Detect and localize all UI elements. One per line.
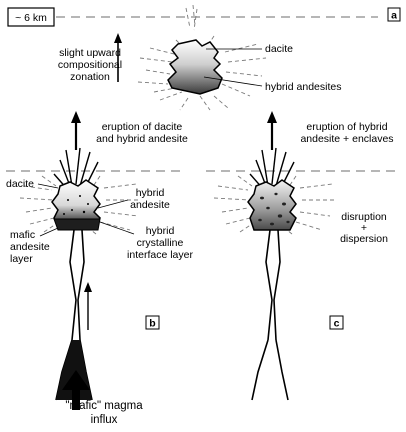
- zonation-label-2: compositional: [58, 59, 122, 71]
- panel-c-fracture-halo: [213, 175, 334, 235]
- hybrid-andesite-label-1: hybrid: [136, 187, 165, 199]
- eruption-label-b-1: eruption of dacite: [102, 121, 183, 133]
- disruption-label-2: +: [361, 222, 367, 234]
- mafic-label-3: layer: [10, 253, 33, 265]
- disruption-label-3: dispersion: [340, 233, 388, 245]
- eruption-arrow-c-head: [267, 111, 277, 123]
- hybrid-andesites-label: hybrid andesites: [265, 81, 341, 93]
- influx-label-1: "mafic" magma: [65, 400, 143, 412]
- panel-c-letter-box: [329, 315, 344, 330]
- panel-b: eruption of dacite and hybrid andesite: [6, 111, 193, 426]
- panel-a-chamber: [167, 39, 223, 95]
- zonation-arrow-head: [114, 33, 122, 43]
- mafic-leader: [39, 227, 59, 237]
- depth-label-box: [7, 7, 55, 27]
- eruption-label-c-2: andesite + enclaves: [300, 133, 393, 145]
- influx-arrow: [62, 370, 90, 410]
- panel-a: ~ 6 km a slight upward compositional zon…: [7, 4, 401, 111]
- eruption-arrow-b-head: [71, 111, 81, 123]
- ascent-arrow-head: [84, 282, 92, 292]
- hybrid-andesite-leader: [97, 199, 129, 209]
- disruption-label-1: disruption: [341, 211, 387, 223]
- panel-c-upper-conduits: [249, 147, 295, 191]
- eruption-label-c-1: eruption of hybrid: [306, 121, 387, 133]
- panel-c-letter: c: [334, 318, 340, 330]
- hybrid-andesites-leader: [203, 76, 263, 87]
- panel-c: eruption of hybrid andesite + enclaves: [206, 111, 396, 401]
- mafic-label-2: andesite: [10, 241, 50, 253]
- hybrid-andesite-label-2: andesite: [130, 199, 170, 211]
- panel-b-letter-box: [145, 315, 160, 330]
- panel-a-letter-box: [387, 7, 401, 22]
- panel-a-letter: a: [391, 10, 397, 22]
- panel-c-enclaves: [258, 192, 290, 226]
- panel-a-fracture-halo: [137, 4, 267, 111]
- panel-b-letter: b: [149, 318, 155, 330]
- influx-label-2: influx: [91, 414, 118, 426]
- interface-label-1: hybrid: [146, 225, 175, 237]
- dacite-leader-b: [37, 183, 59, 189]
- interface-label-2: crystalline: [137, 237, 184, 249]
- panel-c-chamber: [247, 179, 297, 231]
- eruption-label-b-2: and hybrid andesite: [96, 133, 188, 145]
- panel-b-interior-blobs: [63, 195, 89, 215]
- panel-c-feeder-dyke: [251, 229, 289, 401]
- zonation-label-1: slight upward: [59, 47, 121, 59]
- dacite-label-a: dacite: [265, 43, 293, 55]
- dacite-label-b: dacite: [6, 178, 34, 190]
- interface-leader: [99, 221, 135, 235]
- interface-label-3: interface layer: [127, 249, 193, 261]
- mafic-label-1: mafic: [10, 229, 35, 241]
- zonation-label-3: zonation: [70, 71, 110, 83]
- depth-label: ~ 6 km: [15, 12, 47, 24]
- panel-b-mafic-layer: [53, 218, 101, 231]
